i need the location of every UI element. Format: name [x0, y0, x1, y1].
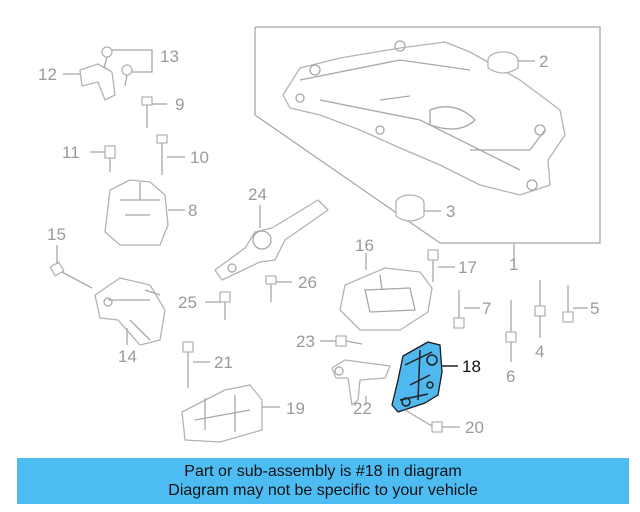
bolt-9[interactable] — [141, 96, 167, 128]
callout-16: 16 — [355, 236, 374, 255]
mount-8[interactable] — [104, 179, 185, 246]
callout-20: 20 — [465, 418, 484, 437]
mount-18-highlighted[interactable] — [391, 341, 458, 413]
bolt-6[interactable] — [505, 300, 517, 362]
bolt-17[interactable] — [427, 249, 455, 282]
bolt-5[interactable] — [562, 285, 588, 323]
callout-18: 18 — [462, 357, 481, 376]
callout-23: 23 — [296, 332, 315, 351]
callout-17: 17 — [458, 258, 477, 277]
bolt-15[interactable] — [49, 245, 93, 289]
bolt-20[interactable] — [404, 409, 460, 433]
callout-3: 3 — [446, 202, 455, 221]
callout-8: 8 — [188, 201, 197, 220]
bolt-11[interactable] — [90, 145, 116, 172]
bolt-4[interactable] — [534, 280, 546, 338]
bracket-12[interactable] — [63, 63, 116, 101]
bracket-14[interactable] — [94, 277, 166, 346]
callout-11: 11 — [62, 143, 80, 162]
torque-rod-24[interactable] — [214, 199, 329, 281]
callout-1: 1 — [509, 255, 518, 274]
callout-26: 26 — [298, 273, 317, 292]
subframe-group[interactable] — [254, 26, 601, 262]
parts-diagram: 1 2 3 4 5 6 7 8 9 10 11 12 13 14 15 16 1… — [38, 26, 601, 443]
bushing-2[interactable] — [487, 51, 535, 74]
bolt-7[interactable] — [453, 290, 480, 329]
bolt-13[interactable] — [101, 46, 153, 87]
bolt-21[interactable] — [182, 341, 210, 388]
callout-7: 7 — [482, 299, 491, 318]
bolt-26[interactable] — [265, 275, 292, 302]
callout-10: 10 — [190, 148, 209, 167]
callout-19: 19 — [286, 399, 305, 418]
callout-2: 2 — [539, 52, 548, 71]
bolt-10[interactable] — [156, 134, 185, 175]
transmission-mount-16[interactable] — [339, 253, 433, 331]
callout-21: 21 — [214, 353, 233, 372]
callout-6: 6 — [506, 367, 515, 386]
callout-24: 24 — [248, 185, 267, 204]
callout-4: 4 — [535, 342, 544, 361]
callout-9: 9 — [175, 95, 184, 114]
bushing-3[interactable] — [395, 194, 441, 222]
subframe-part — [282, 41, 566, 196]
callout-25: 25 — [178, 293, 197, 312]
banner-line-2: Diagram may not be specific to your vehi… — [168, 482, 478, 499]
callout-14: 14 — [118, 347, 137, 366]
callout-13: 13 — [160, 47, 179, 66]
bolt-25[interactable] — [205, 291, 231, 320]
banner-line-1: Part or sub-assembly is #18 in diagram — [184, 463, 462, 480]
mount-19[interactable] — [181, 384, 280, 443]
callout-12: 12 — [38, 65, 57, 84]
info-banner: Part or sub-assembly is #18 in diagram D… — [17, 458, 629, 504]
callout-15: 15 — [47, 225, 66, 244]
bracket-22[interactable] — [331, 359, 391, 406]
bolt-23[interactable] — [320, 335, 363, 347]
callout-22: 22 — [353, 399, 372, 418]
callout-5: 5 — [590, 299, 599, 318]
